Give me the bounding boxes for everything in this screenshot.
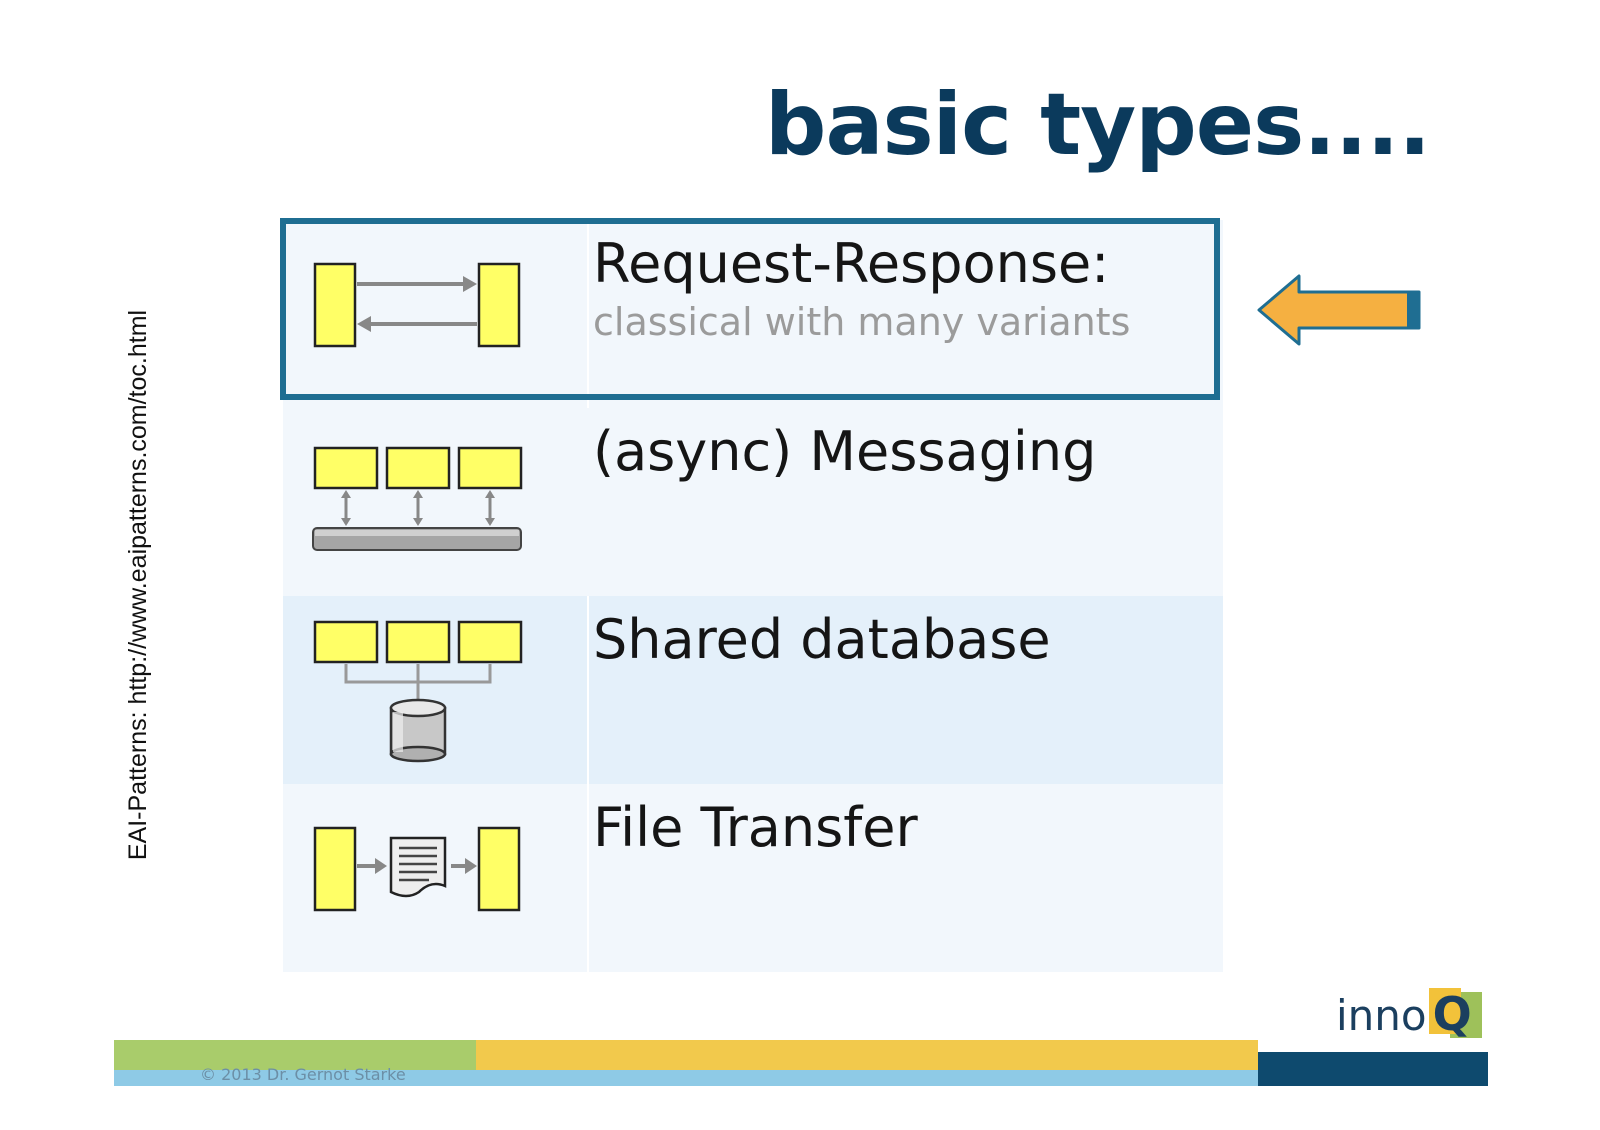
table-row-messaging: (async) Messaging [283,408,1223,596]
table-row-file-transfer: File Transfer [283,784,1223,972]
file-transfer-icon [313,826,521,912]
text-cell: File Transfer [589,784,1223,972]
logo-q: Q [1428,988,1482,1040]
footer-bar-blue [114,1070,1258,1086]
request-response-icon [313,262,521,348]
footer-bar-navy [1258,1052,1488,1086]
icon-cell [283,596,587,784]
text-cell: Shared database [589,596,1223,784]
footer-bar-yellow [476,1040,1258,1070]
text-cell: (async) Messaging [589,408,1223,596]
slide-title: basic types.... [764,75,1431,175]
source-reference: EAI-Patterns: http://www.eaipatterns.com… [124,309,152,861]
row-title: Shared database [593,608,1051,671]
row-subtitle: classical with many variants [593,300,1131,344]
row-title: File Transfer [593,796,918,859]
row-title: Request-Response: [593,232,1110,295]
icon-cell [283,220,587,408]
table-row-shared-database: Shared database [283,596,1223,784]
icon-cell [283,408,587,596]
table-row-request-response: Request-Response: classical with many va… [283,220,1223,408]
left-arrow-icon [1257,274,1421,346]
messaging-icon [312,446,523,551]
text-cell: Request-Response: classical with many va… [589,220,1223,408]
footer-bar-green [114,1040,476,1070]
shared-database-icon [313,620,523,763]
copyright-text: © 2013 Dr. Gernot Starke [200,1065,406,1084]
icon-cell [283,784,587,972]
logo-text: inno [1336,991,1427,1040]
row-title: (async) Messaging [593,420,1097,483]
